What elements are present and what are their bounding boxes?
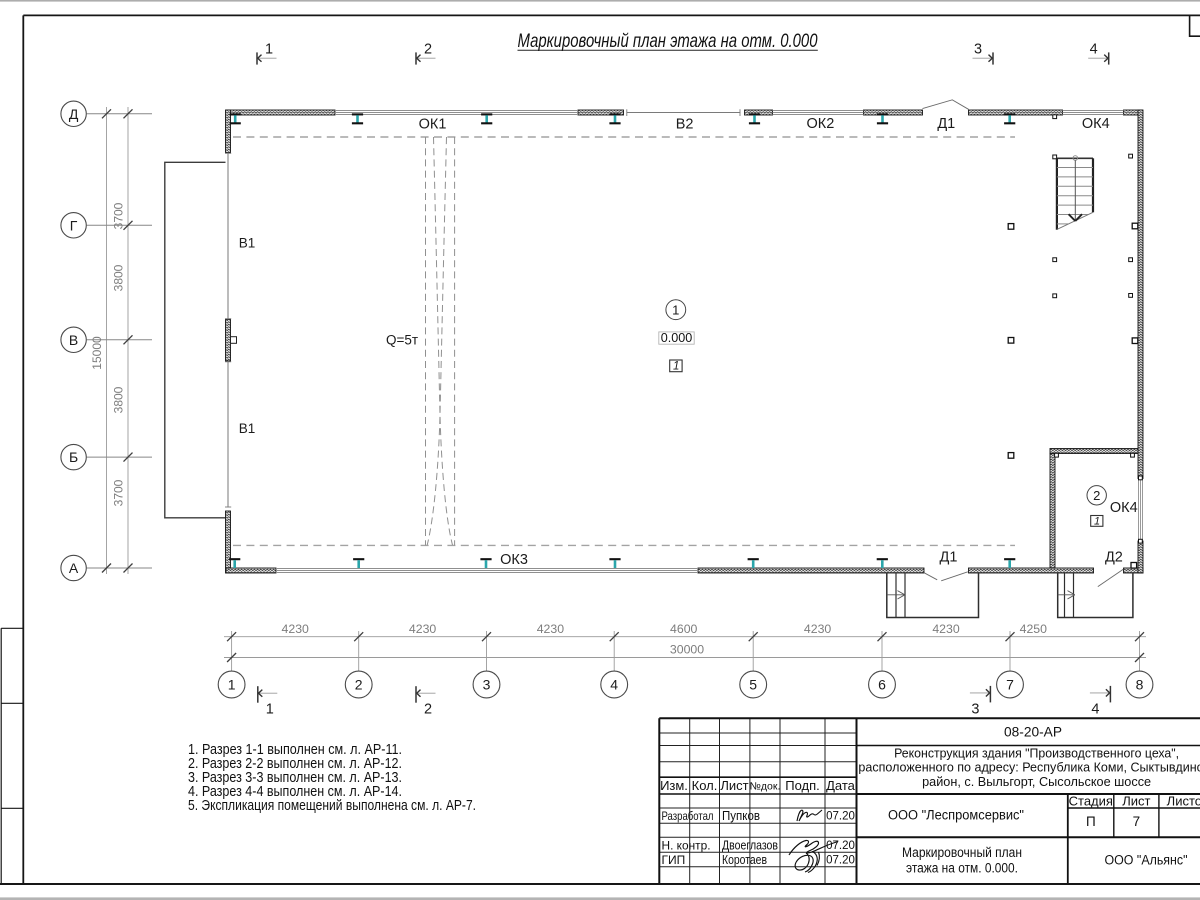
svg-text:30000: 30000 — [670, 643, 704, 657]
svg-text:4: 4 — [1090, 42, 1098, 58]
svg-text:ОК4: ОК4 — [1110, 500, 1138, 516]
svg-text:Г: Г — [70, 217, 78, 233]
svg-text:15000: 15000 — [90, 336, 104, 370]
svg-text:1: 1 — [672, 302, 679, 317]
svg-text:ООО "Леспромсервис": ООО "Леспромсервис" — [888, 807, 1024, 822]
svg-text:Листов: Листов — [1167, 793, 1200, 808]
svg-text:ГИП: ГИП — [662, 853, 686, 867]
svg-text:07.20: 07.20 — [826, 810, 855, 822]
svg-text:Пупков: Пупков — [722, 809, 760, 823]
svg-text:Двоеглазов: Двоеглазов — [722, 838, 778, 852]
svg-text:4230: 4230 — [804, 622, 832, 636]
svg-text:4250: 4250 — [1020, 622, 1048, 636]
svg-text:1: 1 — [265, 42, 273, 58]
svg-text:1: 1 — [228, 677, 236, 693]
svg-text:Д: Д — [69, 106, 79, 122]
svg-text:4. Разрез 4-4 выполнен см. л.: 4. Разрез 4-4 выполнен см. л. АР-14. — [188, 784, 402, 800]
svg-text:Д1: Д1 — [940, 550, 958, 566]
svg-text:07.20: 07.20 — [826, 840, 855, 852]
svg-text:А: А — [69, 560, 79, 576]
svg-text:2. Разрез 2-2 выполнен см. л.: 2. Разрез 2-2 выполнен см. л. АР-12. — [188, 756, 402, 772]
svg-text:3: 3 — [971, 702, 979, 718]
svg-text:ОК4: ОК4 — [1082, 116, 1110, 132]
svg-text:расположенного по адресу: Респ: расположенного по адресу: Республика Ком… — [858, 760, 1200, 775]
svg-text:этажа на отм. 0.000.: этажа на отм. 0.000. — [906, 860, 1018, 875]
svg-text:08-20-АР: 08-20-АР — [1004, 725, 1062, 740]
svg-text:07.20: 07.20 — [826, 854, 855, 866]
svg-text:2: 2 — [355, 677, 363, 693]
svg-text:Лист: Лист — [1122, 793, 1150, 808]
svg-text:4230: 4230 — [409, 622, 437, 636]
svg-text:ОК2: ОК2 — [807, 116, 835, 132]
svg-text:2: 2 — [424, 42, 432, 58]
svg-text:3700: 3700 — [112, 479, 126, 506]
svg-text:Д1: Д1 — [937, 116, 955, 132]
svg-text:Изм.: Изм. — [660, 778, 688, 793]
svg-text:6: 6 — [878, 677, 886, 693]
svg-text:3800: 3800 — [112, 264, 126, 291]
svg-text:4600: 4600 — [670, 622, 698, 636]
svg-text:1: 1 — [1094, 515, 1100, 527]
svg-text:2: 2 — [424, 702, 432, 718]
svg-text:В2: В2 — [676, 116, 694, 132]
svg-text:В1: В1 — [239, 421, 256, 436]
svg-text:3: 3 — [483, 677, 491, 693]
svg-text:Q=5т: Q=5т — [386, 333, 418, 348]
svg-text:4230: 4230 — [932, 622, 960, 636]
svg-text:Коротаев: Коротаев — [722, 853, 767, 867]
svg-text:В1: В1 — [239, 236, 256, 251]
svg-text:7: 7 — [1006, 677, 1014, 693]
svg-text:1. Разрез 1-1 выполнен см. л.: 1. Разрез 1-1 выполнен см. л. АР-11. — [188, 742, 402, 758]
svg-text:№док.: №док. — [750, 780, 781, 792]
svg-text:ООО "Альянс": ООО "Альянс" — [1105, 853, 1188, 868]
svg-text:Маркировочный план этажа на от: Маркировочный план этажа на отм. 0.000 — [518, 30, 818, 52]
svg-text:ОК1: ОК1 — [419, 116, 447, 132]
svg-text:П: П — [1086, 814, 1096, 829]
svg-text:Н. контр.: Н. контр. — [662, 838, 711, 852]
svg-text:4230: 4230 — [537, 622, 565, 636]
svg-text:1: 1 — [673, 361, 679, 373]
svg-text:Лист: Лист — [720, 778, 748, 793]
svg-text:Разработал: Разработал — [662, 809, 714, 823]
svg-text:7: 7 — [1133, 814, 1141, 829]
svg-text:8: 8 — [1136, 677, 1144, 693]
svg-text:3: 3 — [974, 42, 982, 58]
svg-text:3800: 3800 — [112, 386, 126, 413]
svg-text:5: 5 — [749, 677, 757, 693]
svg-text:4: 4 — [1091, 702, 1099, 718]
svg-text:4230: 4230 — [282, 622, 310, 636]
svg-text:Подп.: Подп. — [785, 778, 820, 793]
svg-text:Д2: Д2 — [1105, 550, 1123, 566]
svg-text:Б: Б — [69, 449, 78, 465]
svg-text:Кол.: Кол. — [692, 778, 718, 793]
svg-text:ОК3: ОК3 — [500, 552, 528, 568]
svg-text:район, с. Выльгорт, Сысольское: район, с. Выльгорт, Сысольское шоссе — [922, 774, 1151, 789]
svg-text:Маркировочный план: Маркировочный план — [902, 845, 1022, 860]
svg-text:В: В — [69, 332, 78, 348]
svg-text:1: 1 — [266, 702, 274, 718]
svg-text:5. Экспликация помещений выпол: 5. Экспликация помещений выполнена см. л… — [188, 798, 476, 814]
svg-text:2: 2 — [1093, 488, 1100, 503]
svg-text:3. Разрез 3-3 выполнен см. л.: 3. Разрез 3-3 выполнен см. л. АР-13. — [188, 770, 402, 786]
svg-text:Дата: Дата — [826, 778, 856, 793]
svg-text:0.000: 0.000 — [661, 331, 693, 345]
svg-text:4: 4 — [610, 677, 618, 693]
svg-text:3700: 3700 — [112, 202, 126, 229]
svg-text:Реконструкция здания "Производ: Реконструкция здания "Производственного … — [894, 745, 1179, 760]
svg-text:Стадия: Стадия — [1069, 793, 1113, 808]
